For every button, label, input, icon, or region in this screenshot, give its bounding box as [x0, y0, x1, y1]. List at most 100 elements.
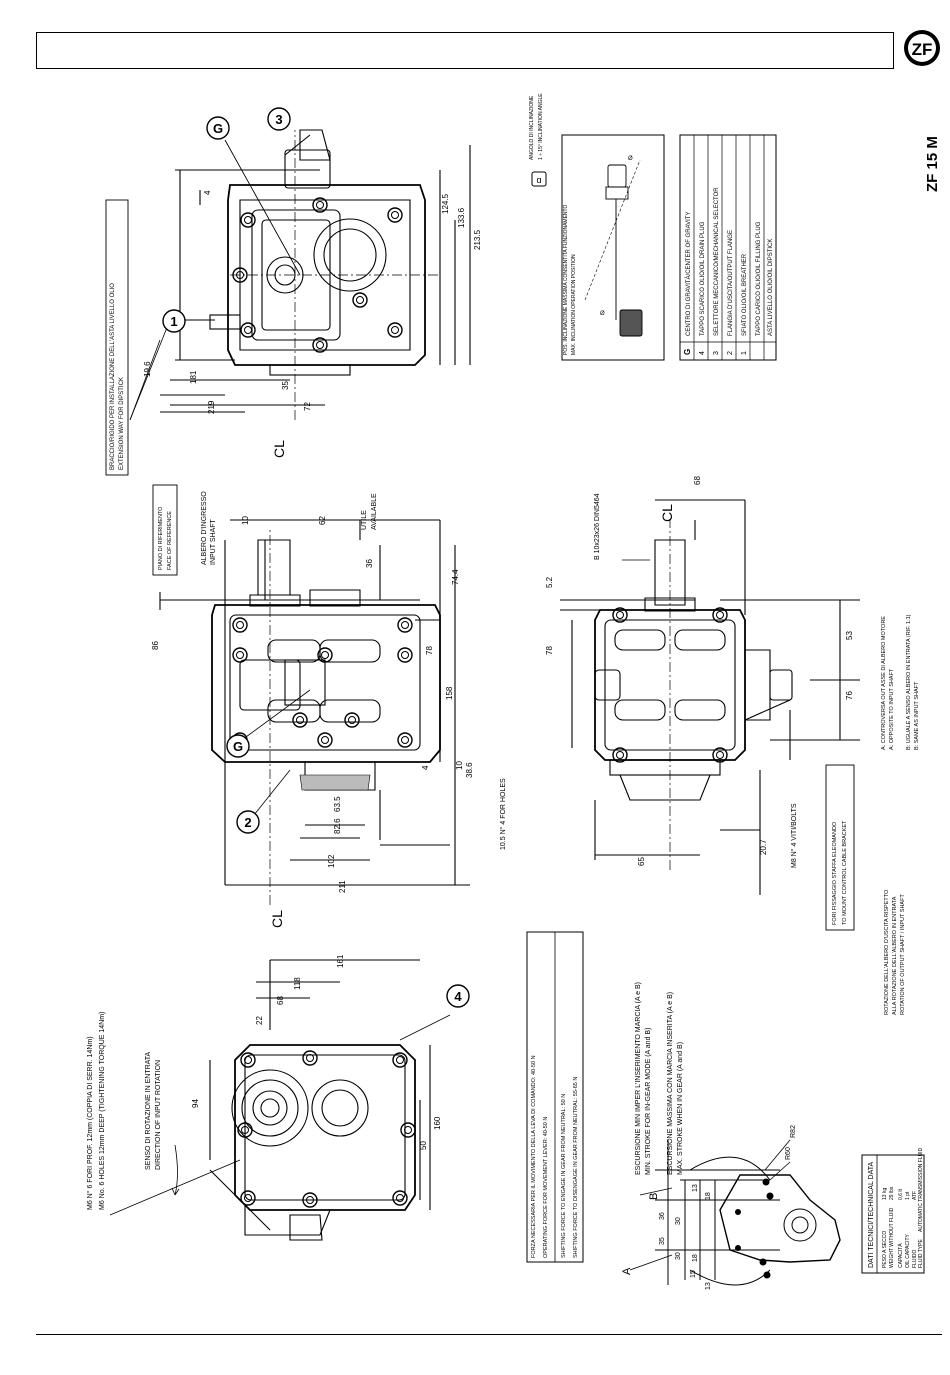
shift-force-table: FORZA NECESSARIA PER IL MOVIMENTO DELLA …: [526, 931, 584, 1263]
svg-text:PESO A SECCO: PESO A SECCO: [882, 1231, 888, 1268]
output-view: [560, 499, 860, 895]
svg-text:CENTRO DI GRAVITÀ/CENTER OF GR: CENTRO DI GRAVITÀ/CENTER OF GRAVITY: [685, 212, 692, 336]
svg-text:CAPACITÀ: CAPACITÀ: [897, 1243, 904, 1268]
svg-text:74.4: 74.4: [451, 569, 460, 585]
svg-text:WEIGHT WITHOUT FLUID: WEIGHT WITHOUT FLUID: [889, 1207, 895, 1268]
rotation-notes: A: CONTROVERSA OUT ASSE DI ALBERO MOTORE…: [881, 614, 920, 1015]
lever-labels: ESCURSIONE MIN IMPER L'INSERIMENTO MARCI…: [621, 982, 684, 1275]
svg-text:72: 72: [303, 402, 312, 411]
svg-text:BRACCIO/RIGIDO PER INSTALLAZIO: BRACCIO/RIGIDO PER INSTALLAZIONE DELL'AS…: [110, 283, 116, 470]
svg-text:OIL CAPACITY: OIL CAPACITY: [905, 1233, 911, 1268]
svg-text:TAPPO CARICO OLIO/OIL FILLING: TAPPO CARICO OLIO/OIL FILLING PLUG: [756, 221, 762, 336]
top-view: [129, 129, 471, 421]
svg-text:POS. INCLINAZIONE MASSIMA CONS: POS. INCLINAZIONE MASSIMA CONSENTITA FUN…: [563, 205, 569, 355]
svg-text:213.5: 213.5: [473, 229, 482, 250]
logo-text: ZF: [912, 40, 933, 59]
svg-text:4: 4: [454, 989, 462, 1004]
svg-text:A: CONTROVERSA OUT ASSE DI ALB: A: CONTROVERSA OUT ASSE DI ALBERO MOTORE: [881, 616, 887, 750]
svg-text:158: 158: [445, 686, 454, 700]
svg-text:B: B: [648, 1193, 660, 1200]
svg-text:SELETTORE MECCANICO/MECHANICAL: SELETTORE MECCANICO/MECHANICAL SELECTOR: [714, 187, 720, 336]
svg-text:SHIFTING FORCE TO DISENGAGE IN: SHIFTING FORCE TO DISENGAGE IN GEAR FROM…: [573, 1077, 579, 1258]
svg-text:INPUT SHAFT: INPUT SHAFT: [210, 519, 217, 565]
svg-text:35: 35: [659, 1237, 666, 1245]
svg-text:161: 161: [336, 954, 345, 968]
output-view-dims: 68 5.2 78 53 76 65 20.7: [545, 476, 854, 866]
side-view: [159, 519, 470, 905]
svg-text:CL: CL: [271, 440, 287, 458]
svg-text:160: 160: [433, 1116, 442, 1130]
front-view-callout: 4: [446, 984, 470, 1008]
svg-text:38.6: 38.6: [465, 762, 474, 778]
svg-text:G: G: [683, 349, 692, 355]
svg-text:FLUIDO: FLUIDO: [912, 1250, 918, 1268]
svg-text:22: 22: [255, 1016, 264, 1025]
lever-view: [629, 1139, 841, 1286]
svg-text:68: 68: [693, 476, 702, 485]
zf-logo: ZF: [904, 30, 940, 66]
svg-text:211: 211: [338, 880, 347, 893]
lever-dims: 35 36 30 30 15 13 18 13 18 R60 R82: [659, 1125, 797, 1290]
svg-text:29 lbs: 29 lbs: [889, 1186, 895, 1200]
svg-text:20.7: 20.7: [759, 839, 768, 855]
svg-text:30: 30: [675, 1252, 682, 1260]
svg-text:10: 10: [455, 761, 464, 770]
legend-table: G CENTRO DI GRAVITÀ/CENTER OF GRAVITY 4 …: [679, 134, 777, 361]
svg-text:SFIATO OLIO/OIL BREATHER: SFIATO OLIO/OIL BREATHER: [742, 253, 748, 336]
svg-text:1 pt: 1 pt: [905, 1191, 911, 1200]
svg-text:35: 35: [281, 381, 290, 390]
svg-text:15: 15: [690, 1270, 697, 1278]
svg-text:ROTATION OF OUTPUT SHAFT / INP: ROTATION OF OUTPUT SHAFT / INPUT SHAFT: [900, 894, 906, 1015]
output-view-labels: B 10x23x26 DIN5464 CL M8 N° 4 VITI/BOLTS…: [594, 493, 855, 931]
svg-text:3: 3: [713, 351, 720, 355]
svg-text:4: 4: [699, 351, 706, 355]
svg-text:OPERATING FORCE FOR MOVEMENT L: OPERATING FORCE FOR MOVEMENT LEVER: 40-5…: [543, 1117, 549, 1258]
svg-text:FORI FISSAGGIO STAFFA ELEOMAND: FORI FISSAGGIO STAFFA ELEOMANDO: [832, 821, 838, 925]
svg-text:PIANO DI RIFERIMENTO: PIANO DI RIFERIMENTO: [158, 506, 164, 570]
svg-text:102: 102: [327, 854, 336, 868]
svg-text:M6 No. 6 HOLES 12mm DEEP (TIGH: M6 No. 6 HOLES 12mm DEEP (TIGHTENING TOR…: [99, 1012, 106, 1210]
svg-text:30: 30: [675, 1217, 682, 1225]
svg-text:4: 4: [203, 190, 212, 195]
svg-text:R60: R60: [785, 1147, 792, 1160]
tech-data-table: DATI TECNICI/TECHNICAL DATA PESO A SECCO…: [861, 1147, 925, 1274]
dipstick-note: BRACCIO/RIGIDO PER INSTALLAZIONE DELL'AS…: [105, 199, 129, 476]
svg-text:R82: R82: [790, 1125, 797, 1138]
svg-text:M8 N° 4 VITI/BOLTS: M8 N° 4 VITI/BOLTS: [790, 803, 798, 868]
svg-text:5.2: 5.2: [545, 576, 554, 588]
lever-positions: [735, 1178, 774, 1279]
svg-text:B: UGUALE A SENSO ALBERO IN EN: B: UGUALE A SENSO ALBERO IN ENTRATA (RIF…: [906, 614, 912, 750]
svg-text:13: 13: [692, 1184, 699, 1192]
model-label: ZF 15 M: [924, 136, 941, 192]
svg-text:AVAILABLE: AVAILABLE: [371, 493, 378, 530]
svg-text:EXTENSION WAY FOR DIPSTICK: EXTENSION WAY FOR DIPSTICK: [119, 377, 125, 470]
svg-text:10.5 N° 4 FOR HOLES: 10.5 N° 4 FOR HOLES: [499, 778, 507, 850]
svg-text:78: 78: [425, 646, 434, 655]
svg-text:3: 3: [275, 112, 282, 127]
front-view-dims: 161 118 68 22 94 160 50: [191, 954, 442, 1150]
svg-text:UTILE: UTILE: [361, 510, 368, 530]
svg-text:ANGOLO DI INCLINAZIONE: ANGOLO DI INCLINAZIONE: [529, 95, 535, 160]
svg-text:1: 1: [170, 314, 177, 329]
front-view-notes: M6 N° 6 FORI PROF. 12mm (COPPIA DI SERR.…: [86, 1012, 162, 1210]
svg-text:B 10x23x26 DIN5464: B 10x23x26 DIN5464: [594, 493, 601, 560]
svg-text:FACE OF REFERENCE: FACE OF REFERENCE: [167, 511, 173, 570]
svg-text:CL: CL: [269, 910, 285, 928]
svg-text:FLUID TYPE: FLUID TYPE: [918, 1239, 924, 1268]
svg-text:13 kg: 13 kg: [882, 1188, 888, 1200]
svg-text:DATI TECNICI/TECHNICAL DATA: DATI TECNICI/TECHNICAL DATA: [868, 1161, 875, 1268]
svg-text:ALBERO D'INGRESSO: ALBERO D'INGRESSO: [201, 491, 208, 565]
svg-text:SENSO DI ROTAZIONE IN ENTRATA: SENSO DI ROTAZIONE IN ENTRATA: [145, 1051, 152, 1170]
svg-text:B: SAME AS INPUT SHAFT: B: SAME AS INPUT SHAFT: [914, 681, 920, 750]
svg-text:ATF: ATF: [912, 1191, 918, 1200]
svg-text:MIN. STROKE FOR IN-GEAR MODE (: MIN. STROKE FOR IN-GEAR MODE (A and B): [645, 1028, 652, 1175]
svg-text:TAPPO SCARICO OLIO/OIL DRAIN P: TAPPO SCARICO OLIO/OIL DRAIN PLUG: [700, 221, 706, 336]
svg-text:2: 2: [244, 815, 251, 830]
svg-text:M6 N° 6 FORI PROF. 12mm (COPPI: M6 N° 6 FORI PROF. 12mm (COPPIA DI SERR.…: [86, 1036, 94, 1210]
svg-text:ɑ: ɑ: [536, 175, 541, 185]
inclination-diagram: POS. INCLINAZIONE MASSIMA CONSENTITA FUN…: [529, 93, 665, 361]
svg-text:50: 50: [419, 1141, 428, 1150]
svg-text:DIRECTION OF INPUT ROTATION: DIRECTION OF INPUT ROTATION: [155, 1060, 162, 1170]
svg-text:A: A: [621, 1267, 633, 1275]
header-title-box: [36, 32, 894, 69]
